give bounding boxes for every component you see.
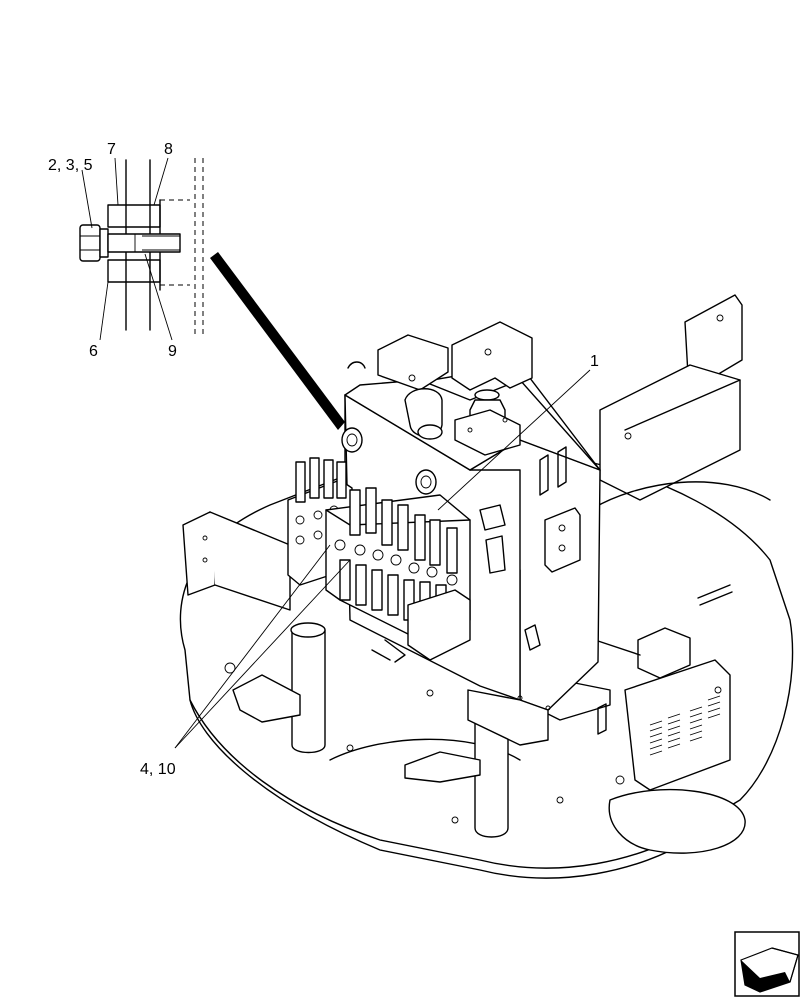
control-valve-bank xyxy=(287,457,471,663)
callout-9: 9 xyxy=(168,343,177,360)
leader-lines xyxy=(174,369,591,749)
engine-cover-panel xyxy=(624,659,731,791)
bolt-detail-inset xyxy=(79,157,204,341)
detail-pointer-wedge xyxy=(210,252,345,430)
bracket-pins xyxy=(341,427,437,495)
right-frame xyxy=(589,294,771,511)
next-page-arrow-icon[interactable] xyxy=(734,931,800,997)
side-valve-block xyxy=(479,504,581,574)
callout-4-10: 4, 10 xyxy=(140,761,176,778)
right-block xyxy=(594,584,733,735)
callout-6: 6 xyxy=(89,343,98,360)
callout-2-3-5: 2, 3, 5 xyxy=(48,157,93,174)
callout-7: 7 xyxy=(107,141,116,158)
support-post-left xyxy=(290,622,326,754)
top-tank-parts xyxy=(347,321,533,456)
left-mount-block xyxy=(182,511,291,611)
callout-1: 1 xyxy=(590,353,599,370)
callout-8: 8 xyxy=(164,141,173,158)
